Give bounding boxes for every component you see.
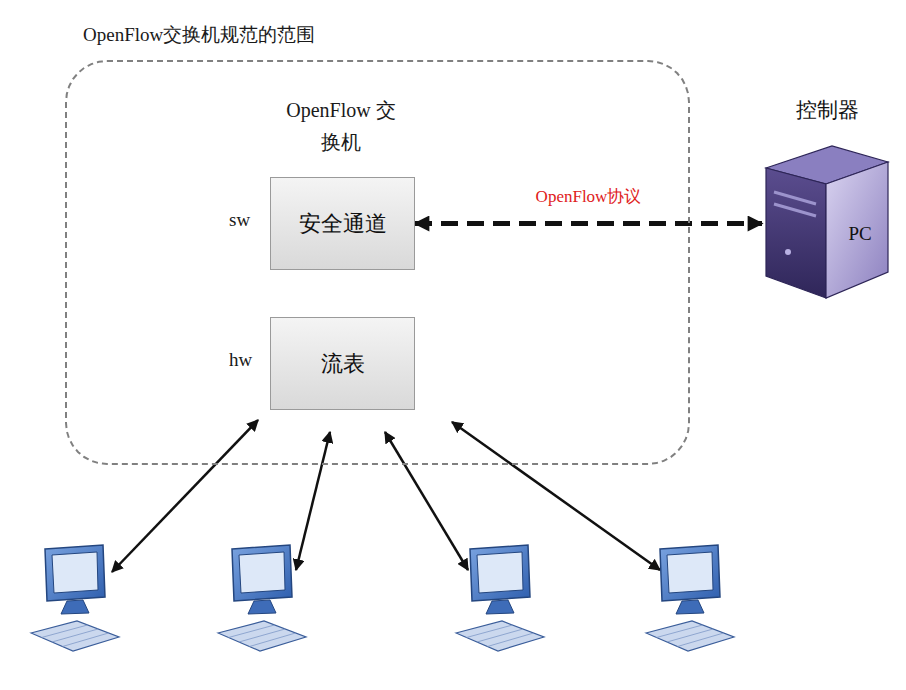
protocol-connector: [415, 221, 762, 226]
keyboard-row: [250, 633, 296, 647]
keyboard: [31, 621, 119, 651]
pc-front: [826, 162, 888, 298]
controller-pc: 控制器PC: [762, 140, 892, 300]
monitor-stand: [61, 600, 89, 614]
edge-label: OpenFlow协议: [536, 185, 642, 208]
drive-slot: [774, 204, 816, 216]
controller-title: 控制器: [752, 96, 902, 124]
hw-sw-divider: [262, 290, 440, 294]
drive-slot: [774, 192, 816, 204]
keyboard-row: [477, 629, 523, 642]
switch-title: OpenFlow 交换机: [286, 94, 396, 158]
keyboard-row: [488, 633, 534, 647]
host-link: [385, 432, 468, 570]
keyboard: [218, 621, 306, 651]
host-computer: [218, 545, 306, 651]
keyboard: [456, 621, 544, 651]
host-wires: [112, 420, 660, 572]
monitor-screen: [477, 552, 523, 593]
keyboard-row: [52, 629, 98, 642]
monitor-screen: [239, 552, 285, 593]
host-link: [296, 432, 330, 570]
monitor-stand: [676, 600, 704, 614]
region-title: OpenFlow交换机规范的范围: [83, 22, 315, 48]
monitor-body: [470, 545, 530, 601]
spec-scope-region: OpenFlow交换机规范的范围OpenFlow 交换机安全通道流表swhw: [65, 60, 690, 465]
sw-highlight: [194, 170, 486, 274]
monitor-stand: [486, 600, 514, 614]
secure-channel-box: 安全通道: [270, 177, 415, 270]
keyboard-row: [667, 629, 713, 642]
flow-table-box: 流表: [270, 317, 415, 410]
monitor-body: [45, 545, 105, 601]
monitor-screen: [667, 552, 713, 593]
keyboard-row: [657, 625, 703, 638]
host-computer: [646, 545, 734, 651]
pc-side: [766, 168, 826, 298]
layer-tag: sw: [229, 209, 250, 231]
keyboard-row: [229, 625, 275, 638]
pc-tower-icon: [762, 140, 892, 300]
openflow-switch-cylinder: OpenFlow 交换机安全通道流表 sw hw: [213, 68, 470, 428]
host-computer: [456, 545, 544, 651]
keyboard-row: [239, 629, 285, 642]
host-computer: [31, 545, 119, 651]
box-label: 流表: [321, 349, 365, 379]
hw-highlight: [194, 310, 486, 414]
keyboard-row: [63, 633, 109, 647]
monitor-screen: [52, 552, 98, 593]
host-computers: [31, 545, 734, 651]
keyboard: [646, 621, 734, 651]
layer-tag: hw: [229, 349, 252, 371]
keyboard-row: [678, 633, 724, 647]
keyboard-row: [42, 625, 88, 638]
pc-label: PC: [838, 223, 882, 245]
monitor-body: [232, 545, 292, 601]
keyboard-row: [467, 625, 513, 638]
box-label: 安全通道: [299, 209, 387, 239]
monitor-stand: [248, 600, 276, 614]
power-button: [785, 249, 791, 255]
monitor-body: [660, 545, 720, 601]
cylinder-body: [215, 92, 469, 426]
